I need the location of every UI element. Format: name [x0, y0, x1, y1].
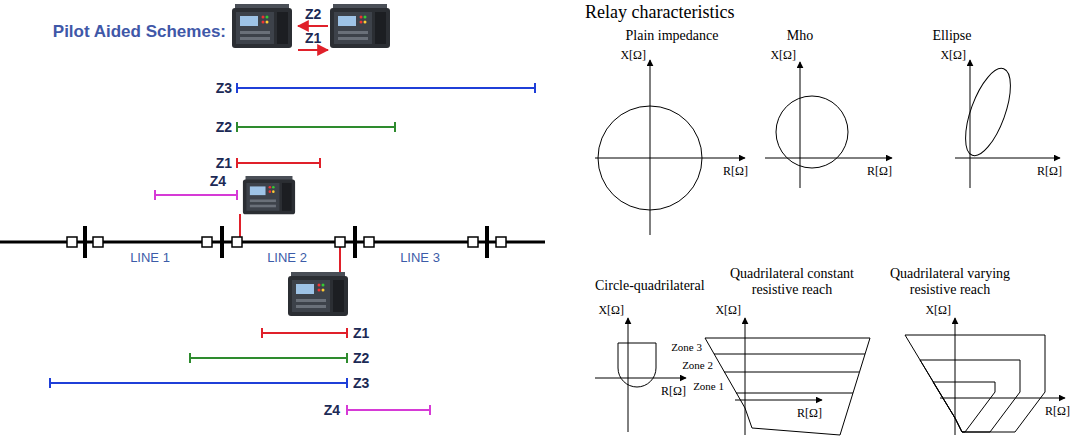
axis-label: R[Ω]	[723, 164, 748, 179]
relay-device	[288, 272, 348, 316]
zone-label: Z3	[353, 375, 369, 391]
relay-characteristic	[598, 63, 1045, 435]
axis-label: R[Ω]	[661, 384, 686, 399]
axis-label: R[Ω]	[867, 164, 892, 179]
power-line	[0, 241, 545, 244]
pilot-arrow	[298, 49, 328, 51]
line-label: LINE 3	[400, 250, 440, 265]
axis-label: X[Ω]	[770, 48, 796, 63]
axis-label: R[Ω]	[1045, 404, 1070, 419]
zone-label: Z1	[353, 325, 369, 341]
zone-label: Z4	[210, 173, 226, 189]
line-label: LINE 1	[130, 250, 170, 265]
axis-label: X[Ω]	[620, 48, 646, 63]
line-label: LINE 2	[267, 250, 307, 265]
axis-label: X[Ω]	[940, 48, 966, 63]
pilot-arrow	[298, 25, 328, 27]
zone-reach	[155, 83, 535, 200]
axis-label: X[Ω]	[715, 303, 741, 318]
axis-label: X[Ω]	[925, 303, 951, 318]
zone-label: Z3	[216, 80, 232, 96]
zone-reach	[50, 328, 430, 415]
circuit-breaker	[67, 237, 506, 247]
axis-label: X[Ω]	[598, 303, 624, 318]
axis-label: R[Ω]	[797, 406, 822, 421]
plot-title: Quadrilateral constant resistive reach	[722, 266, 862, 298]
zone-label: Z2	[216, 119, 232, 135]
zone-arrow-label: Z2	[305, 6, 321, 22]
relay-device	[232, 4, 292, 48]
relay-device	[330, 4, 390, 48]
relay-connection	[339, 247, 341, 272]
zone-arrow-label: Z1	[305, 30, 321, 46]
plot-axis	[595, 60, 1065, 435]
zone-label: Zone 2	[682, 359, 713, 371]
plot-title: Circle-quadrilateral	[595, 278, 705, 294]
zone-label: Z1	[216, 155, 232, 171]
zone-label: Zone 1	[693, 380, 724, 392]
plot-title: Quadrilateral varying resistive reach	[880, 266, 1020, 298]
plot-title: Mho	[787, 28, 813, 44]
relay-connection	[239, 214, 241, 237]
section-title: Relay characteristics	[585, 2, 734, 23]
zone-label: Zone 3	[671, 341, 702, 353]
zone-label: Z4	[324, 402, 340, 418]
plot-title: Ellipse	[933, 28, 972, 44]
plot-title: Plain impedance	[626, 28, 719, 44]
relay-device	[243, 176, 295, 214]
axis-label: R[Ω]	[1037, 164, 1062, 179]
scheme-title: Pilot Aided Schemes:	[53, 22, 226, 42]
zone-label: Z2	[353, 350, 369, 366]
